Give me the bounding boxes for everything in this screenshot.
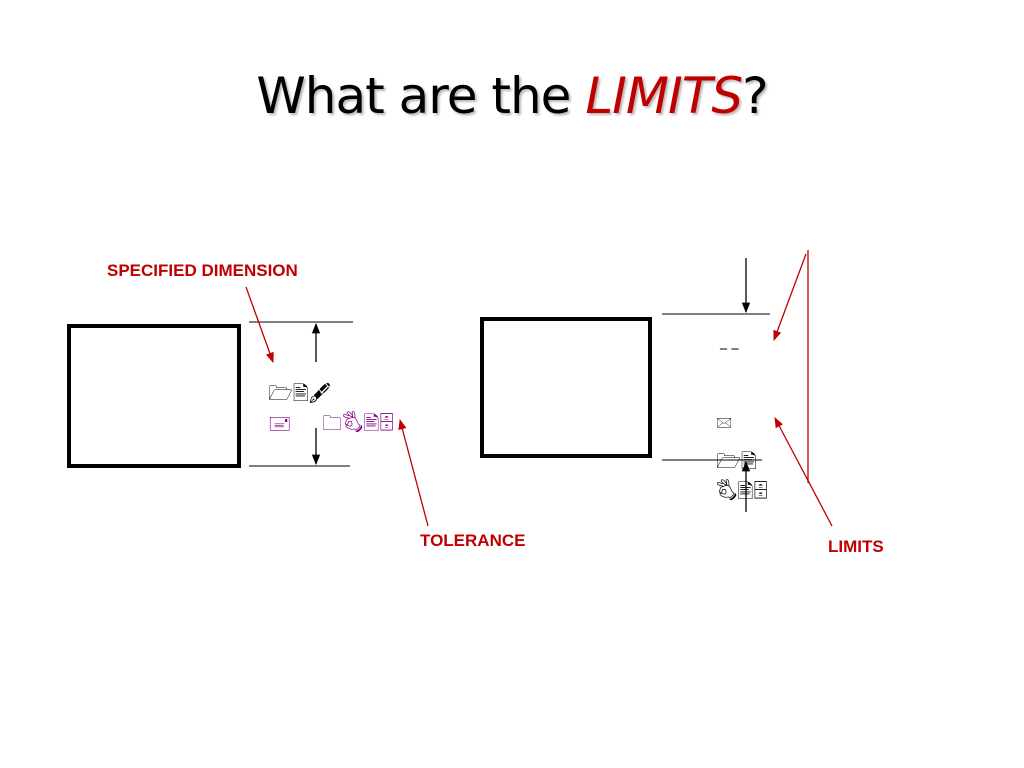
specified-dimension-label: SPECIFIED DIMENSION (107, 261, 298, 280)
right-lower-limit-symbols-b: 🖏🖹🗄 (716, 479, 768, 503)
left-tolerance-symbols-b: 🗀🖏🖹🗄 (322, 411, 394, 435)
limits-upper-pointer (773, 253, 807, 341)
title-accent: LIMITS (585, 67, 743, 125)
tolerance-pointer (398, 418, 429, 527)
title-suffix: ? (742, 67, 769, 125)
tolerance-label: TOLERANCE (420, 531, 525, 550)
left-part-outline (67, 324, 241, 468)
right-part-outline (480, 317, 652, 458)
right-lower-limit-symbols-a: 🗁🖹 (716, 449, 757, 473)
specified-dimension-pointer (245, 286, 274, 363)
left-tolerance-symbol-a: 🖃 (268, 411, 291, 435)
right-lower-icon: 🖂 (716, 415, 732, 431)
title-prefix: What are the (256, 67, 586, 125)
limits-label: LIMITS (828, 537, 884, 556)
slide-title: What are the LIMITS? (0, 58, 1024, 134)
right-upper-limit-symbols: _ _ (719, 334, 739, 350)
left-nominal-symbols: 🗁🖹🖋 (268, 381, 331, 405)
limits-lower-pointer (774, 417, 833, 527)
